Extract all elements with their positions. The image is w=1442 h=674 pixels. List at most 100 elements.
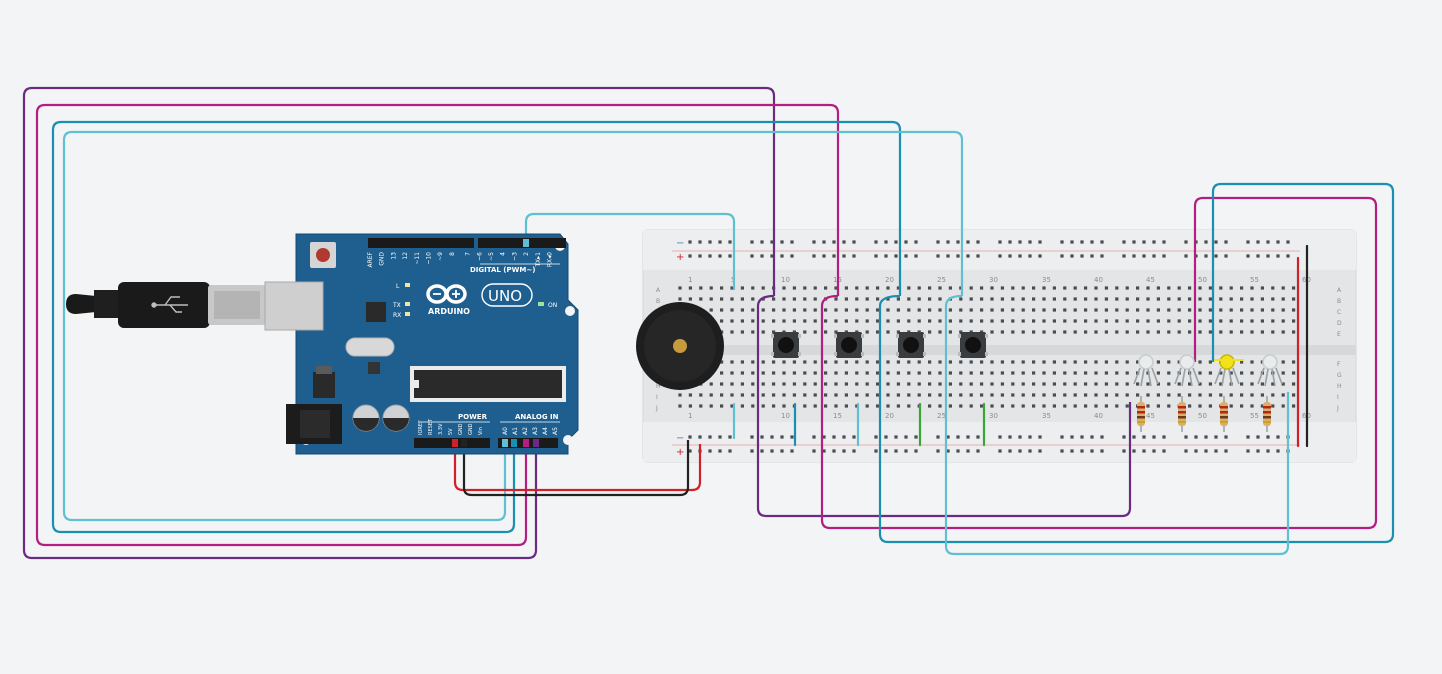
breadboard-hole[interactable] — [1152, 449, 1156, 453]
breadboard-hole[interactable] — [959, 393, 963, 397]
wire-lightblue-a0[interactable] — [62, 130, 964, 522]
breadboard-hole[interactable] — [1032, 404, 1036, 408]
breadboard-hole[interactable] — [896, 360, 900, 364]
breadboard-hole[interactable] — [834, 393, 838, 397]
breadboard-hole[interactable] — [914, 240, 918, 244]
breadboard-hole[interactable] — [824, 360, 828, 364]
breadboard-hole[interactable] — [1292, 404, 1296, 408]
breadboard-hole[interactable] — [803, 360, 807, 364]
breadboard-hole[interactable] — [1260, 382, 1264, 386]
breadboard-hole[interactable] — [1063, 330, 1067, 334]
breadboard-hole[interactable] — [803, 308, 807, 312]
breadboard-hole[interactable] — [865, 393, 869, 397]
piezo-buzzer[interactable] — [636, 302, 724, 390]
breadboard-hole[interactable] — [751, 371, 755, 375]
breadboard-hole[interactable] — [1132, 240, 1136, 244]
breadboard-hole[interactable] — [1136, 286, 1140, 290]
breadboard-hole[interactable] — [1038, 254, 1042, 258]
breadboard-hole[interactable] — [792, 308, 796, 312]
breadboard-hole[interactable] — [969, 404, 973, 408]
breadboard-hole[interactable] — [1281, 330, 1285, 334]
breadboard-hole[interactable] — [948, 330, 952, 334]
breadboard-hole[interactable] — [1104, 404, 1108, 408]
breadboard-hole[interactable] — [812, 254, 816, 258]
breadboard-hole[interactable] — [709, 393, 713, 397]
breadboard-hole[interactable] — [1260, 308, 1264, 312]
breadboard-hole[interactable] — [812, 240, 816, 244]
breadboard-hole[interactable] — [1136, 330, 1140, 334]
breadboard-hole[interactable] — [886, 404, 890, 408]
breadboard-hole[interactable] — [907, 404, 911, 408]
breadboard-hole[interactable] — [1177, 319, 1181, 323]
breadboard-hole[interactable] — [865, 404, 869, 408]
breadboard-hole[interactable] — [969, 297, 973, 301]
breadboard-hole[interactable] — [1122, 435, 1126, 439]
breadboard-hole[interactable] — [1188, 297, 1192, 301]
breadboard-hole[interactable] — [772, 308, 776, 312]
breadboard-hole[interactable] — [728, 254, 732, 258]
breadboard-hole[interactable] — [751, 286, 755, 290]
breadboard-hole[interactable] — [1125, 371, 1129, 375]
breadboard-hole[interactable] — [1146, 393, 1150, 397]
breadboard-hole[interactable] — [708, 449, 712, 453]
breadboard-hole[interactable] — [1063, 371, 1067, 375]
breadboard-hole[interactable] — [946, 240, 950, 244]
breadboard-hole[interactable] — [688, 435, 692, 439]
breadboard-hole[interactable] — [730, 382, 734, 386]
breadboard-hole[interactable] — [1240, 371, 1244, 375]
breadboard-hole[interactable] — [834, 297, 838, 301]
breadboard-hole[interactable] — [678, 393, 682, 397]
breadboard-hole[interactable] — [1219, 308, 1223, 312]
breadboard-hole[interactable] — [1156, 404, 1160, 408]
breadboard-hole[interactable] — [959, 330, 963, 334]
breadboard-hole[interactable] — [1122, 449, 1126, 453]
breadboard-hole[interactable] — [1028, 254, 1032, 258]
breadboard-hole[interactable] — [1256, 240, 1260, 244]
breadboard-hole[interactable] — [976, 435, 980, 439]
breadboard-hole[interactable] — [894, 449, 898, 453]
breadboard-hole[interactable] — [1073, 319, 1077, 323]
breadboard-hole[interactable] — [688, 297, 692, 301]
breadboard-hole[interactable] — [1052, 371, 1056, 375]
breadboard-hole[interactable] — [874, 254, 878, 258]
breadboard-hole[interactable] — [1032, 371, 1036, 375]
breadboard-hole[interactable] — [751, 297, 755, 301]
breadboard-hole[interactable] — [980, 297, 984, 301]
push-button-3[interactable] — [896, 332, 926, 358]
breadboard-hole[interactable] — [884, 435, 888, 439]
breadboard-hole[interactable] — [855, 297, 859, 301]
breadboard-hole[interactable] — [1084, 404, 1088, 408]
breadboard-hole[interactable] — [1292, 371, 1296, 375]
breadboard-hole[interactable] — [1240, 286, 1244, 290]
breadboard-hole[interactable] — [1094, 393, 1098, 397]
breadboard-hole[interactable] — [1100, 240, 1104, 244]
breadboard-hole[interactable] — [1063, 360, 1067, 364]
breadboard-hole[interactable] — [976, 449, 980, 453]
breadboard-hole[interactable] — [761, 393, 765, 397]
breadboard-hole[interactable] — [832, 254, 836, 258]
breadboard-hole[interactable] — [1008, 449, 1012, 453]
breadboard-hole[interactable] — [1084, 297, 1088, 301]
breadboard-hole[interactable] — [886, 393, 890, 397]
breadboard-hole[interactable] — [1073, 330, 1077, 334]
breadboard-hole[interactable] — [1156, 330, 1160, 334]
breadboard-hole[interactable] — [751, 393, 755, 397]
breadboard-hole[interactable] — [1184, 240, 1188, 244]
breadboard-hole[interactable] — [1063, 308, 1067, 312]
breadboard-hole[interactable] — [876, 360, 880, 364]
breadboard-hole[interactable] — [1146, 319, 1150, 323]
breadboard-hole[interactable] — [1042, 308, 1046, 312]
breadboard-hole[interactable] — [761, 404, 765, 408]
breadboard-hole[interactable] — [751, 382, 755, 386]
breadboard-hole[interactable] — [855, 360, 859, 364]
breadboard-hole[interactable] — [1208, 319, 1212, 323]
breadboard-hole[interactable] — [938, 382, 942, 386]
breadboard-hole[interactable] — [1094, 360, 1098, 364]
breadboard-hole[interactable] — [990, 360, 994, 364]
breadboard-hole[interactable] — [917, 371, 921, 375]
breadboard-hole[interactable] — [1052, 319, 1056, 323]
breadboard-hole[interactable] — [1122, 254, 1126, 258]
breadboard-hole[interactable] — [718, 240, 722, 244]
breadboard-hole[interactable] — [852, 240, 856, 244]
breadboard-hole[interactable] — [1115, 360, 1119, 364]
